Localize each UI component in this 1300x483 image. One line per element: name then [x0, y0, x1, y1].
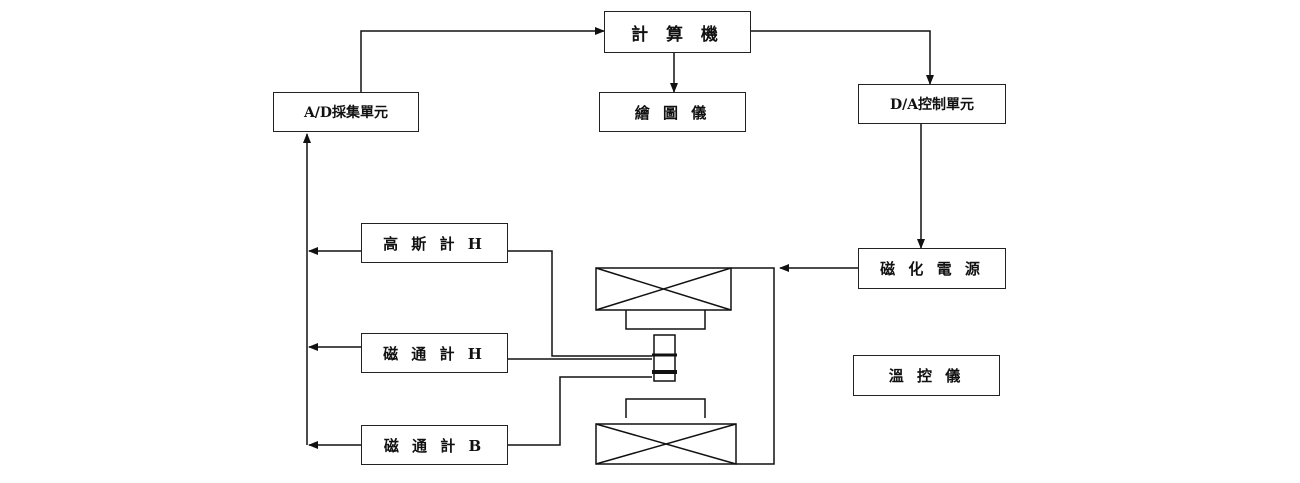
magnet-power-block: 磁 化 電 源: [858, 248, 1006, 289]
flux-meter-b-block: 磁 通 計 B: [361, 425, 508, 465]
coil-circuit-wire: [731, 267, 775, 465]
gauss-meter-block: 高 斯 計 H: [361, 223, 508, 263]
fluxb-coil-lead: [508, 376, 652, 446]
ad-unit-block: A/D採集單元: [273, 92, 419, 132]
upper-coil: [595, 267, 732, 311]
gauss-probe-lead: [508, 250, 652, 357]
ad-to-computer-arrow: [360, 27, 605, 92]
temp-controller-block: 溫 控 儀: [853, 355, 1000, 396]
computer-to-da-arrow: [751, 30, 934, 85]
flux-meter-h-block: 磁 通 計 H: [361, 333, 508, 373]
lower-coil: [595, 423, 737, 465]
upper-pole-piece: [625, 310, 706, 330]
da-unit-block: D/A控制單元: [858, 84, 1006, 124]
plotter-block: 繪 圖 儀: [599, 92, 746, 132]
sample-holder: [652, 334, 677, 382]
lower-pole-piece: [625, 398, 706, 418]
computer-block: 計 算 機: [604, 11, 751, 53]
